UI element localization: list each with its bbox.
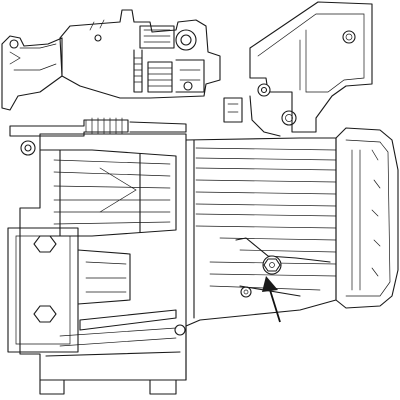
bearing-housing xyxy=(39,149,177,237)
selector-rod xyxy=(9,117,187,156)
hex-nut-lower xyxy=(33,305,57,323)
hex-nut-upper xyxy=(33,235,57,253)
bell-housing-top xyxy=(1,35,63,111)
lower-linkage xyxy=(45,286,252,357)
upper-mounting-bracket xyxy=(249,1,373,133)
drain-plug-bolt xyxy=(262,255,282,275)
main-gear-case xyxy=(19,133,337,381)
speed-sensor xyxy=(223,83,281,137)
arrow-up-left-icon xyxy=(262,276,281,323)
end-cover-flange xyxy=(335,127,399,309)
bottom-feet xyxy=(39,325,187,395)
shift-tower xyxy=(59,9,221,99)
lower-mount-boss xyxy=(7,227,131,353)
